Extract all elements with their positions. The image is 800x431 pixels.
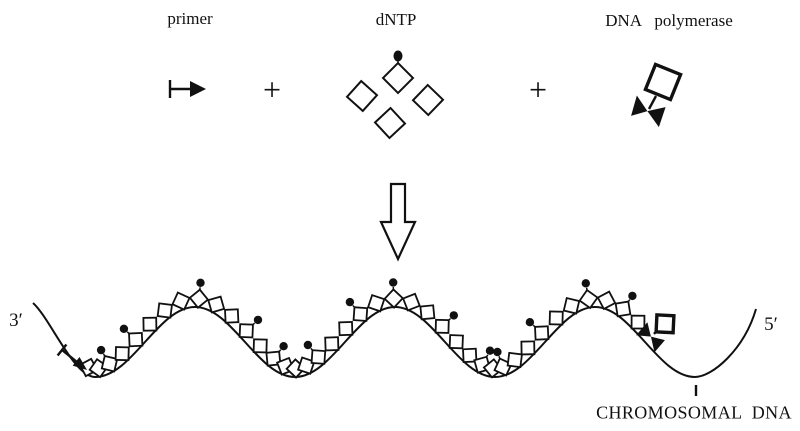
primer-icon [168,80,206,98]
chromosomal-dna-caption: CHROMOSOMAL DNA [596,402,792,423]
polymerase-label: DNA polymerase [605,11,733,30]
strand-polymerase-icon [636,313,676,353]
primer-label: primer [167,9,213,28]
five-prime-label: 5′ [764,314,778,335]
dntp-icon [345,50,445,140]
strand-diamonds [78,278,646,379]
down-arrow-icon [379,182,417,262]
dntp-label: dNTP [375,10,417,29]
plus-sign-1: + [262,71,282,108]
strand-primer-icon [56,343,87,370]
dntp-dot [393,50,403,62]
three-prime-label: 3′ [9,310,23,331]
polymerase-icon [631,62,683,128]
plus-sign-2: + [528,71,548,108]
